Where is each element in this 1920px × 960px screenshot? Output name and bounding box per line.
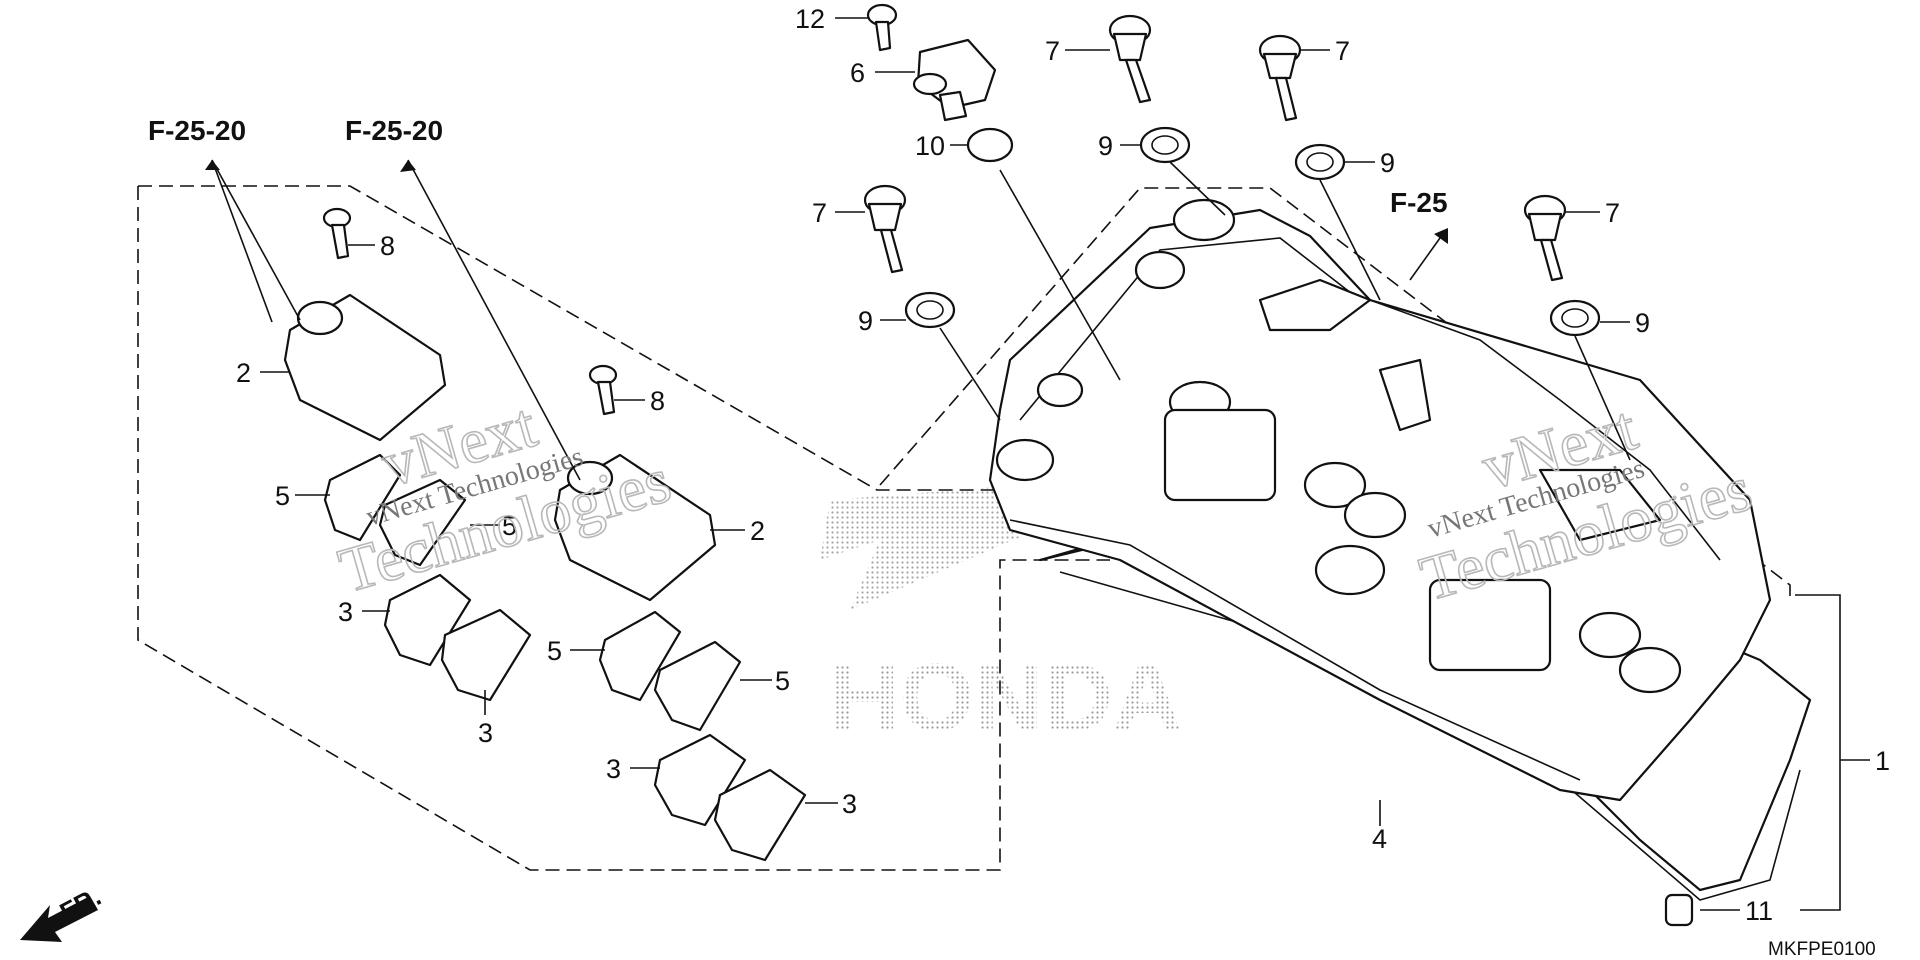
part-7-bolts (863, 14, 1567, 282)
callout-numbers: 1 2 2 3 3 3 3 4 5 5 5 5 6 7 7 7 7 8 8 9 … (236, 4, 1890, 926)
callout-9: 9 (1098, 131, 1113, 161)
cover-outlet (1314, 544, 1386, 596)
front-direction-arrow: FR. (20, 881, 106, 942)
spark-plug-hole (1172, 198, 1236, 242)
callout-2: 2 (236, 358, 251, 388)
callout-7: 7 (1045, 36, 1060, 66)
callout-9: 9 (1635, 308, 1650, 338)
cover-boss (995, 438, 1055, 482)
part-5-reed-seals (323, 453, 742, 732)
callout-8: 8 (380, 231, 395, 261)
cover-boss (1134, 250, 1186, 290)
part-2-reed-covers (283, 293, 717, 602)
leader-lines (211, 17, 1870, 911)
cover-boss (1036, 372, 1084, 408)
callout-9: 9 (1380, 148, 1395, 178)
arrowhead (205, 160, 220, 170)
callout-5: 5 (547, 636, 562, 666)
cover-rib (1258, 278, 1372, 332)
assembly-outlines (137, 185, 1791, 871)
cylinder-head-cover-assembly (988, 198, 1812, 901)
part-8-bolts (322, 207, 618, 416)
arrowhead (1434, 228, 1448, 244)
ref-f2520-right: F-25-20 (345, 115, 443, 146)
reed-valve-seat (1163, 408, 1277, 502)
honda-watermark-text: HONDA (830, 644, 1182, 751)
callout-9: 9 (858, 306, 873, 336)
part-3-reed-valves (383, 573, 807, 862)
callout-11: 11 (1745, 896, 1773, 926)
cover-boss (1538, 468, 1662, 542)
callout-12: 12 (795, 4, 825, 34)
callout-3: 3 (338, 597, 353, 627)
callout-3: 3 (842, 789, 857, 819)
part-6-sensor (912, 38, 997, 122)
reed-valve-seat (1428, 578, 1552, 672)
honda-watermark: HONDA (820, 486, 1182, 751)
callout-7: 7 (812, 198, 827, 228)
callout-6: 6 (850, 58, 865, 88)
callout-7: 7 (1605, 198, 1620, 228)
part-12-bolt (866, 3, 898, 52)
callout-7: 7 (1335, 36, 1350, 66)
callout-5: 5 (775, 666, 790, 696)
callout-4: 4 (1372, 824, 1387, 854)
callout-3: 3 (478, 718, 493, 748)
callout-5: 5 (275, 481, 290, 511)
part-9-washers (904, 126, 1601, 337)
part-10-o-ring (966, 127, 1014, 163)
part-11-dowel (1664, 893, 1694, 927)
callout-2: 2 (750, 516, 765, 546)
callout-8: 8 (650, 386, 665, 416)
spark-plug-hole (1343, 491, 1407, 539)
arrowhead (400, 160, 416, 172)
drawing-code: MKFPE0100 (1768, 939, 1876, 960)
spark-plug-hole (1303, 461, 1367, 509)
callout-3: 3 (606, 754, 621, 784)
spark-plug-hole (1618, 646, 1682, 694)
spark-plug-hole (1578, 611, 1642, 659)
callout-10: 10 (915, 131, 945, 161)
ref-f2520-left: F-25-20 (148, 115, 246, 146)
callout-5: 5 (502, 511, 517, 541)
ref-f25: F-25 (1390, 187, 1448, 218)
breather-pipe (1378, 358, 1432, 432)
callout-1: 1 (1875, 746, 1890, 776)
